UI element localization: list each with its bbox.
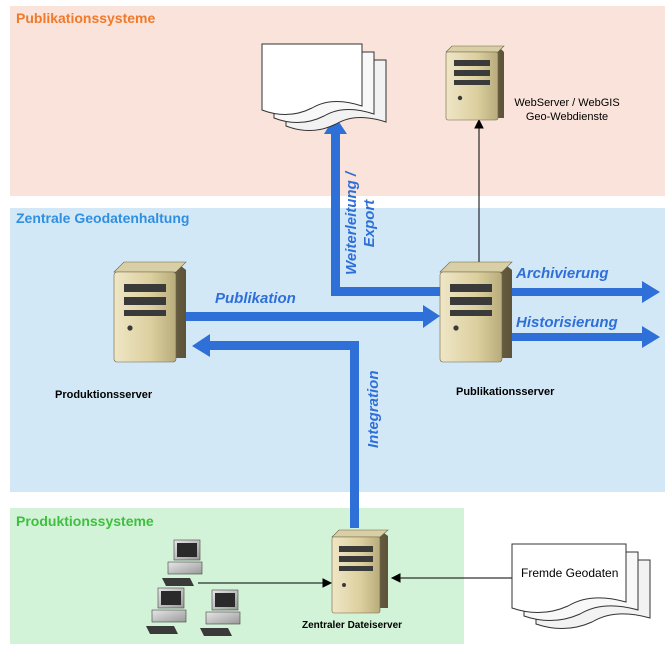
zone-title-production: Produktionssysteme bbox=[16, 513, 154, 529]
production-server-label: Produktionsserver bbox=[55, 389, 153, 401]
flow-label-historization: Historisierung bbox=[516, 314, 618, 331]
arrow-publication bbox=[185, 305, 440, 328]
file-server-icon bbox=[331, 529, 389, 614]
foreign-data-document-icon bbox=[511, 543, 651, 629]
arrow-historization bbox=[512, 326, 660, 348]
connector-web bbox=[474, 118, 484, 262]
zone-title-central: Zentrale Geodatenhaltung bbox=[16, 210, 190, 226]
web-server-icon bbox=[445, 45, 505, 121]
arrow-integration bbox=[192, 334, 359, 528]
web-server-label-line2: Geo-Webdienste bbox=[525, 111, 609, 123]
flow-label-forwarding: Weiterleitung / Export bbox=[343, 172, 379, 275]
zone-title-publication: Publikationssysteme bbox=[16, 10, 156, 26]
publication-server-icon bbox=[439, 261, 513, 363]
flow-label-forwarding-line1: Weiterleitung / bbox=[343, 171, 360, 275]
web-server-label: WebServer / WebGIS Geo-Webdienste bbox=[512, 96, 622, 124]
connector-foreign bbox=[390, 573, 512, 583]
flow-label-publication: Publikation bbox=[215, 290, 296, 307]
connector-pcs bbox=[198, 578, 333, 588]
export-document-icon bbox=[261, 43, 387, 131]
arrow-export bbox=[324, 116, 448, 296]
flow-label-archiving: Archivierung bbox=[516, 265, 609, 282]
workstation-icon bbox=[146, 587, 187, 634]
production-server-icon bbox=[113, 261, 187, 363]
flow-label-integration: Integration bbox=[365, 370, 382, 449]
flow-label-forwarding-line2: Export bbox=[361, 199, 378, 248]
workstation-icon bbox=[200, 589, 241, 636]
arrow-archiving bbox=[512, 281, 660, 303]
file-server-label: Zentraler Dateiserver bbox=[302, 620, 403, 631]
foreign-data-label: Fremde Geodaten bbox=[521, 566, 619, 580]
workstation-icon bbox=[162, 539, 203, 586]
web-server-label-line1: WebServer / WebGIS bbox=[514, 97, 620, 109]
publication-server-label: Publikationsserver bbox=[456, 386, 555, 398]
